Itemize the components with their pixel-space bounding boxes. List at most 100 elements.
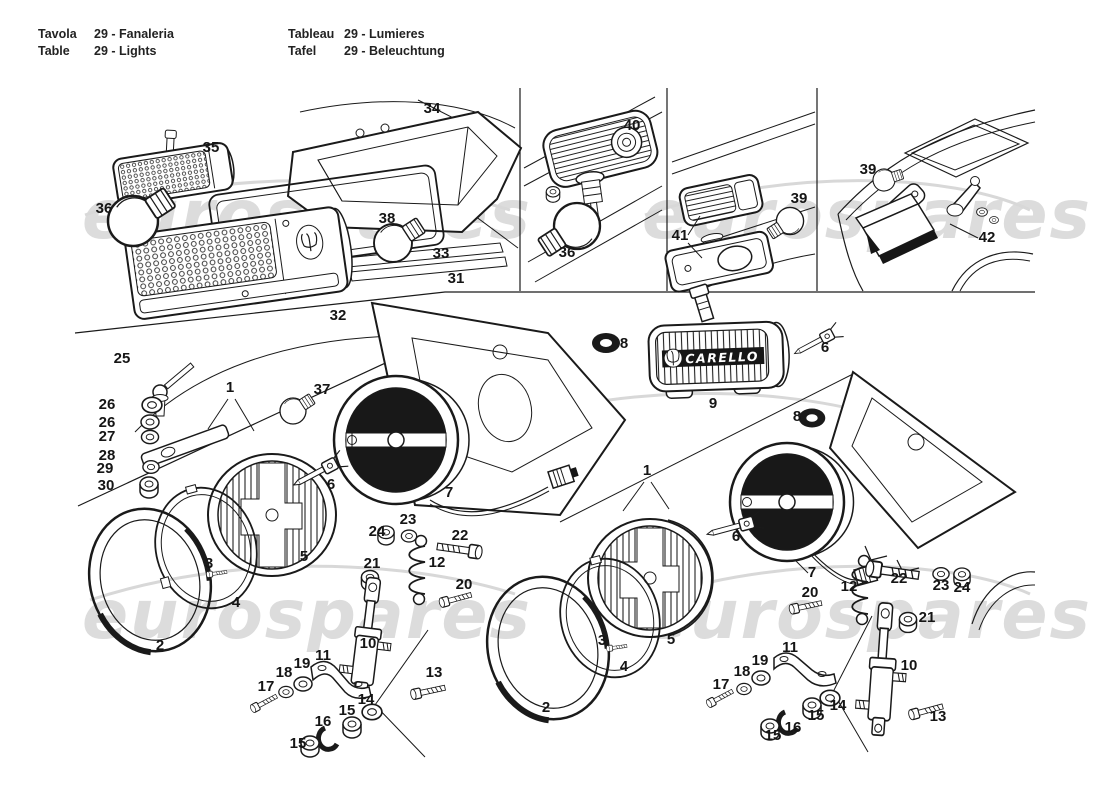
- carello-brand-text: CARELLO: [685, 349, 759, 367]
- bulb-37: [279, 393, 316, 425]
- rear-deck-sketch: [837, 109, 1036, 292]
- bracket-11-right: [773, 652, 837, 687]
- screw-17-left: [248, 691, 280, 714]
- title-label: Tableau: [288, 27, 335, 41]
- washer-26b: [140, 414, 160, 430]
- part-label-11-right: 11: [782, 639, 798, 656]
- grommet-8-right: [798, 408, 826, 428]
- part-label-12-right: 12: [841, 578, 858, 595]
- bracket-28: [140, 424, 230, 468]
- washer-29: [142, 460, 160, 474]
- headlight-bowl-7-left: [332, 374, 470, 506]
- part-label-21-right: 21: [919, 609, 936, 626]
- part-label-13-right: 13: [930, 708, 947, 725]
- part-number-labels: 3536343833313240364139394225262627282930…: [96, 100, 996, 752]
- clip-16-right: [775, 709, 800, 736]
- side-marker-lens-35: [112, 129, 235, 207]
- washer-18-left: [278, 685, 294, 699]
- headlight-bowl-7-right: [728, 441, 855, 563]
- part-label-20-left: 20: [456, 576, 473, 593]
- part-label-15-right-a: 15: [808, 707, 825, 724]
- part-label-34: 34: [424, 100, 441, 117]
- nut-15-left-a: [342, 716, 362, 739]
- title-value: 29 - Lights: [94, 44, 157, 58]
- part-label-10-right: 10: [901, 657, 918, 674]
- part-label-39-rear: 39: [860, 161, 877, 178]
- part-label-37: 37: [314, 381, 331, 398]
- headlight-pocket-panel-right: [828, 370, 1017, 573]
- part-label-32: 32: [330, 307, 347, 324]
- part-label-14-right: 14: [830, 697, 847, 714]
- part-label-3-right: 3: [598, 632, 606, 649]
- part-label-15-left-b: 15: [290, 735, 307, 752]
- clip-16-left: [315, 725, 340, 752]
- part-label-28: 28: [99, 447, 116, 464]
- part-label-2-right: 2: [542, 699, 550, 716]
- title-label: Tavola: [38, 27, 77, 41]
- part-label-19-right: 19: [752, 652, 769, 669]
- part-label-4-left: 4: [232, 594, 241, 611]
- part-label-1-left: 1: [226, 379, 234, 396]
- part-label-6-top-right: 6: [821, 339, 829, 356]
- part-label-27: 27: [99, 428, 116, 445]
- nut-21-right: [898, 611, 918, 634]
- part-label-17-left: 17: [258, 678, 275, 695]
- part-label-36-tail: 36: [96, 200, 113, 217]
- part-label-33: 33: [433, 245, 450, 262]
- part-label-30: 30: [98, 477, 115, 494]
- part-label-8-right: 8: [793, 408, 801, 425]
- licence-plate-lamp-42: [854, 176, 999, 264]
- part-label-6-right: 6: [732, 528, 740, 545]
- washer-23-left: [400, 529, 418, 543]
- washer-26a: [141, 396, 163, 414]
- title-label: Tafel: [288, 44, 317, 58]
- retaining-ring-4-left: [154, 484, 258, 610]
- part-label-16-left: 16: [315, 713, 332, 730]
- part-label-8-left: 8: [620, 335, 628, 352]
- part-label-11-left: 11: [315, 647, 331, 664]
- retaining-ring-4-right: [559, 554, 661, 679]
- rim-ring-2-right: [485, 575, 611, 724]
- washer-19-left: [293, 676, 313, 692]
- part-label-42: 42: [979, 229, 996, 246]
- part-label-1-right: 1: [643, 462, 651, 479]
- part-label-3-left: 3: [205, 555, 213, 572]
- part-label-40: 40: [624, 117, 641, 134]
- part-label-5-left: 5: [300, 548, 308, 565]
- part-label-39-interior: 39: [791, 190, 808, 207]
- part-label-22-right: 22: [891, 570, 908, 587]
- part-label-36-interior: 36: [559, 244, 576, 261]
- part-label-23-right: 23: [933, 577, 950, 594]
- bulb-stem: [164, 129, 177, 154]
- part-label-15-left-a: 15: [339, 702, 356, 719]
- part-label-9: 9: [709, 395, 717, 412]
- part-label-5-right: 5: [667, 631, 675, 648]
- part-label-29: 29: [97, 460, 114, 477]
- fog-lamp-9: CARELLO: [647, 283, 790, 399]
- eurospares-watermark-2: eurospares: [82, 576, 532, 655]
- part-label-12-left: 12: [429, 554, 446, 571]
- part-label-25: 25: [114, 350, 131, 367]
- part-label-17-right: 17: [713, 676, 730, 693]
- part-label-19-left: 19: [294, 655, 311, 672]
- part-label-35: 35: [203, 139, 220, 156]
- part-label-23-left: 23: [400, 511, 417, 528]
- washer-27: [140, 429, 160, 445]
- part-label-21-left: 21: [364, 555, 381, 572]
- part-label-18-left: 18: [276, 664, 293, 681]
- mounting-stud: [688, 283, 715, 323]
- boot-lamp-41: [664, 174, 774, 293]
- bracket-11-left: [310, 660, 372, 699]
- part-label-4-right: 4: [620, 658, 629, 675]
- part-label-24-right: 24: [954, 579, 971, 596]
- washer-18-right: [736, 682, 752, 696]
- part-label-24-left: 24: [369, 523, 386, 540]
- part-label-31: 31: [448, 270, 465, 287]
- nut-30: [139, 476, 159, 499]
- part-label-15-right-b: 15: [765, 727, 782, 744]
